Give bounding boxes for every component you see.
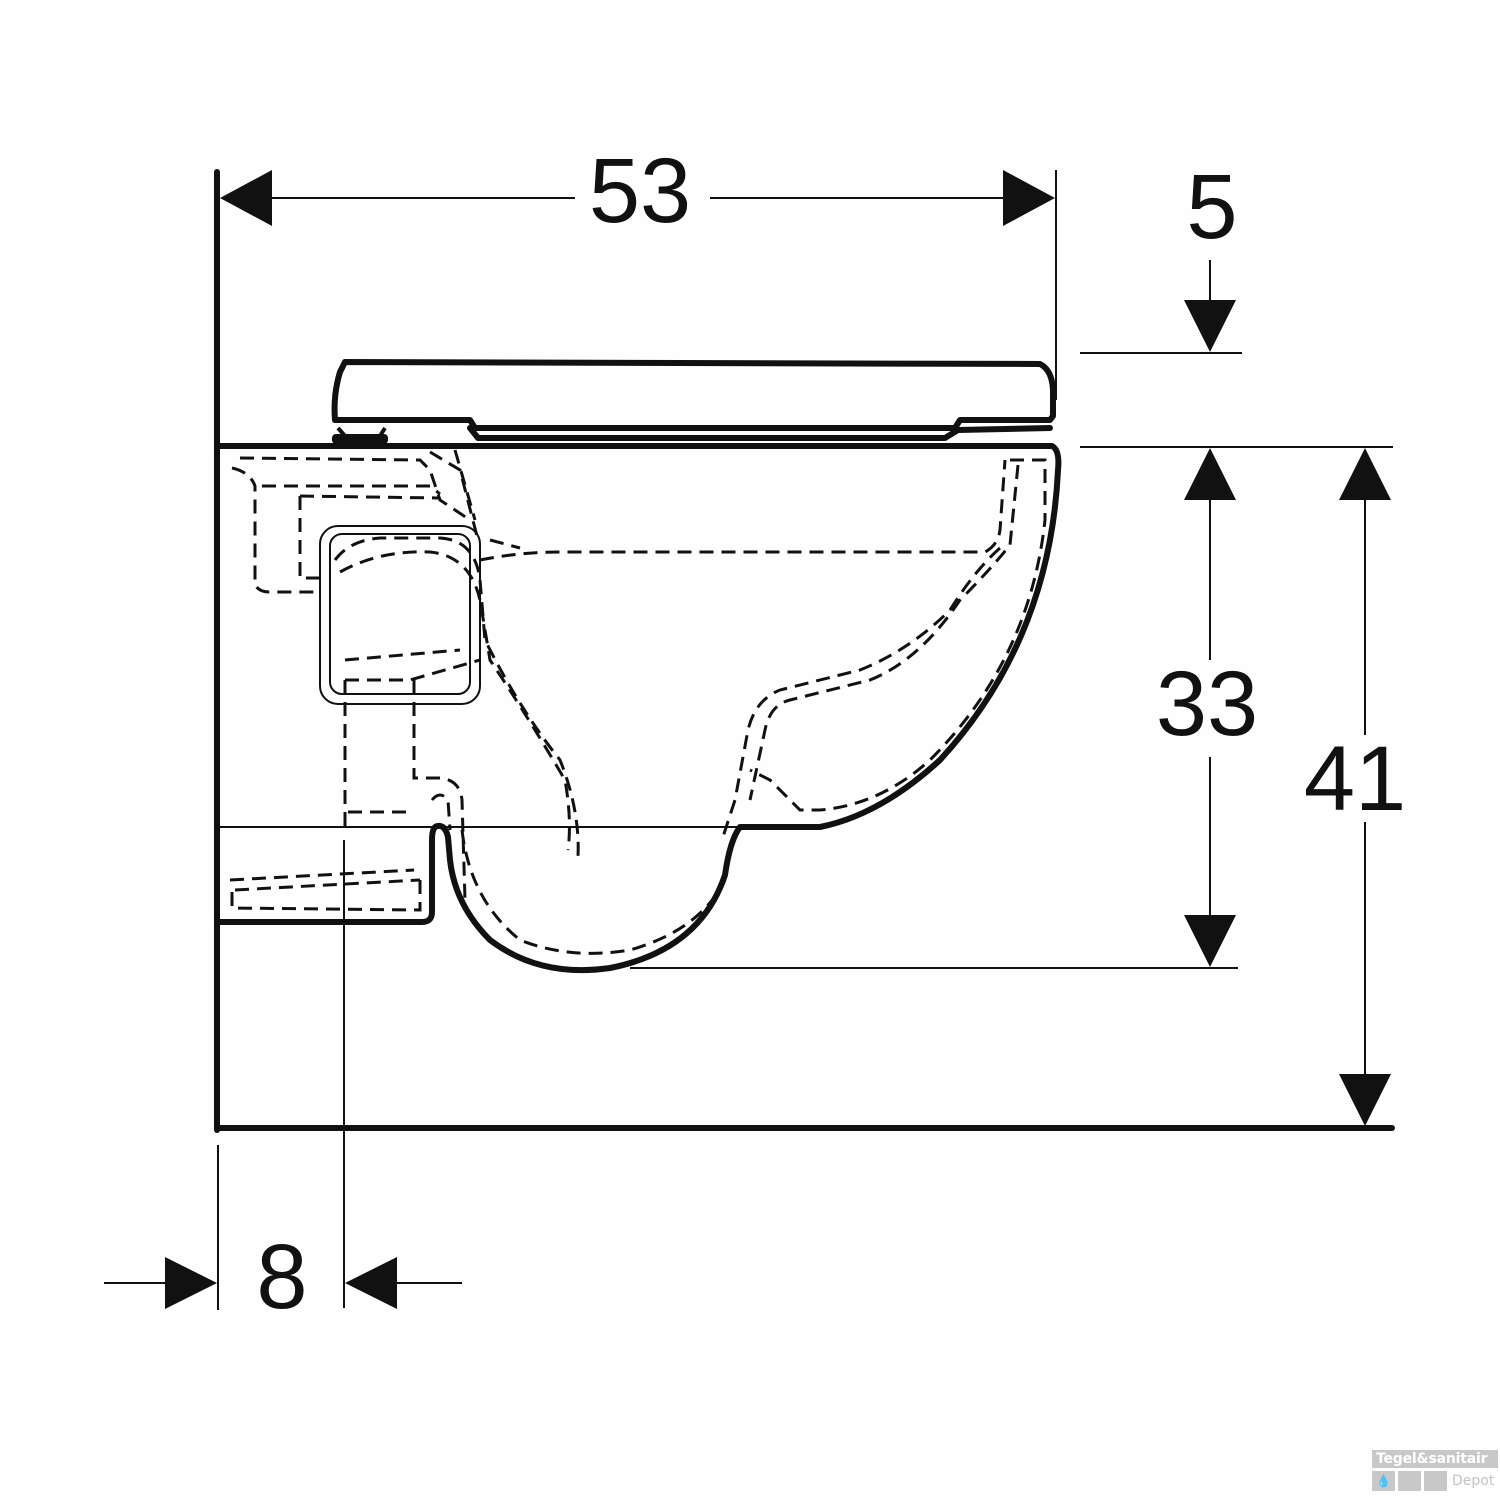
watermark-square: [1424, 1471, 1447, 1491]
water-drop-icon: 💧: [1372, 1471, 1395, 1491]
watermark-depot: Depot: [1452, 1473, 1495, 1489]
flush-inlet: [319, 525, 481, 705]
dimension-label-bowl-height: 33: [1156, 653, 1258, 755]
dimension-label-mount-height: 41: [1304, 728, 1406, 830]
watermark-square: [1398, 1471, 1421, 1491]
dimension-label-seat-overhang: 5: [1186, 156, 1237, 258]
dimension-mount-height: 41: [1304, 448, 1406, 1126]
dimension-depth: 53: [220, 140, 1057, 400]
dimension-label-outlet-offset: 8: [256, 1226, 307, 1328]
dashed-internal-contours: [229, 449, 1047, 955]
dimension-bowl-height: 33: [630, 448, 1258, 969]
dimension-outlet-offset: 8: [104, 1145, 462, 1328]
watermark-row: 💧 Depot: [1372, 1471, 1498, 1491]
watermark-logo: Tegel&sanitair 💧 Depot: [1372, 1450, 1498, 1491]
bowl-body: [214, 443, 1062, 974]
watermark-brand: Tegel&sanitair: [1372, 1450, 1498, 1468]
seat-lid: [331, 359, 1056, 444]
dimension-seat-overhang: 5: [1080, 156, 1242, 354]
dimension-label-depth: 53: [589, 140, 691, 242]
